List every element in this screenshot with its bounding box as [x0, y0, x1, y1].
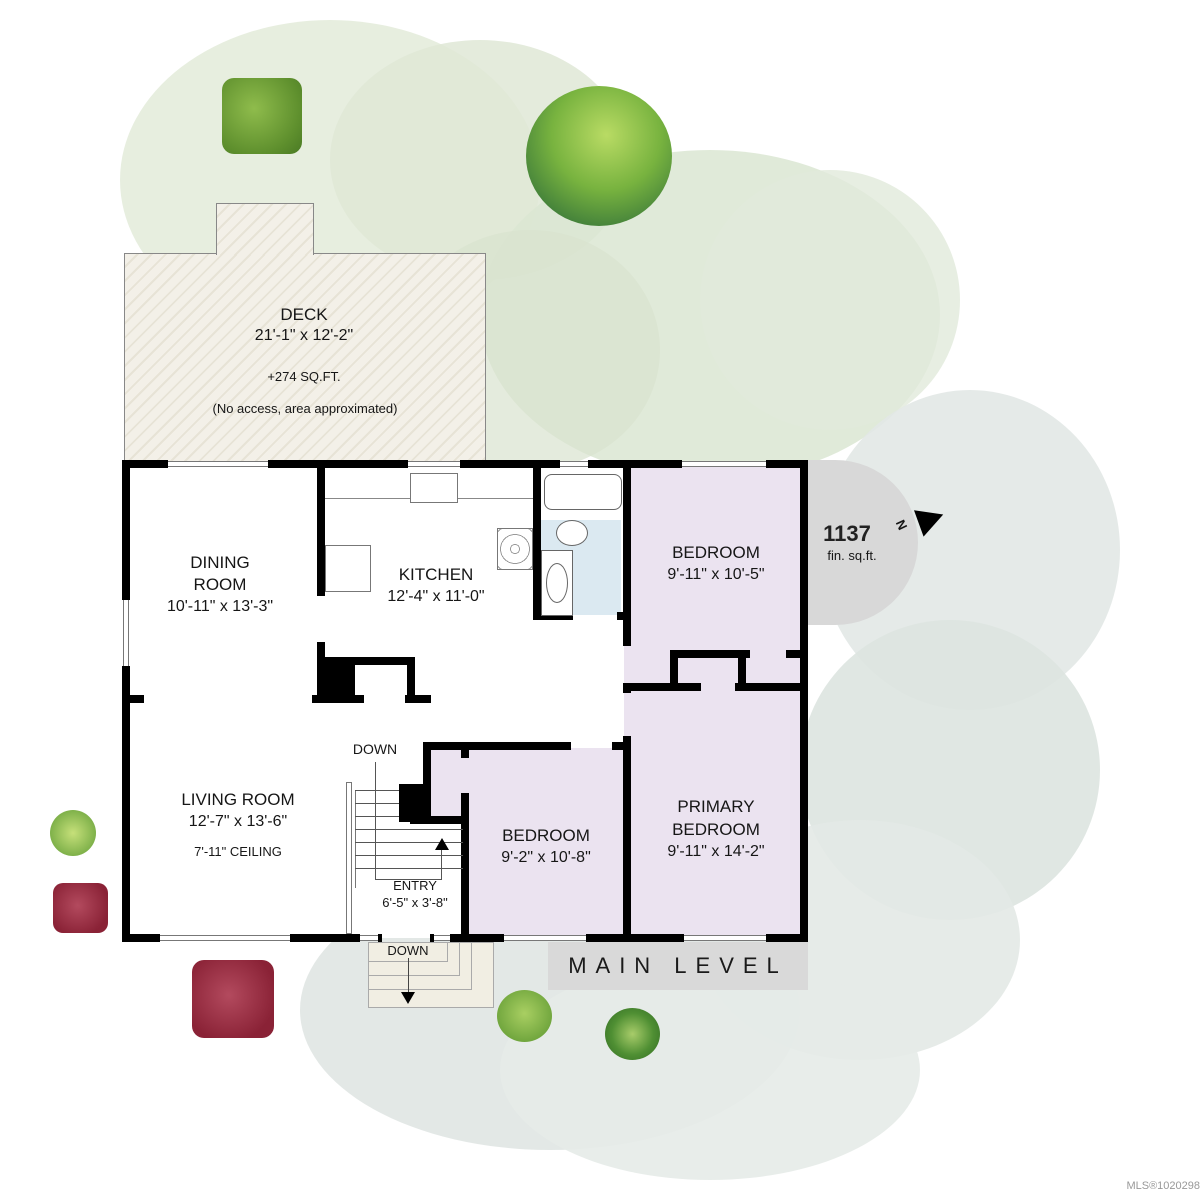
mls-watermark: MLS®1020298 [1126, 1180, 1200, 1192]
entry-dimensions: 6'-5" x 3'-8" [382, 895, 448, 910]
toilet-icon [556, 520, 588, 546]
stair-up-arrow-icon [435, 838, 449, 850]
living-room-dimensions: 12'-7" x 13'-6" [188, 813, 288, 830]
deck-note: (No access, area approximated) [212, 401, 398, 416]
succulent-plant [50, 810, 96, 856]
level-banner [548, 942, 808, 990]
tree-canopy-top [526, 86, 672, 226]
stairs-down-label: DOWN [352, 741, 398, 757]
red-shrub-small [53, 883, 108, 933]
red-shrub-large [192, 960, 274, 1038]
level-label: MAIN LEVEL [568, 953, 788, 978]
bedroom-s-floor [465, 748, 630, 938]
primary-bedroom-floor [630, 686, 800, 938]
living-room-ceiling-note: 7'-11" CEILING [194, 844, 282, 859]
fridge-icon [325, 545, 371, 592]
stove-icon [497, 528, 533, 570]
bedroom-s-dimensions: 9'-2" x 10'-8" [501, 849, 591, 866]
bedroom-ne-dimensions: 9'-11" x 10'-5" [667, 566, 765, 583]
closet-floor [428, 748, 466, 818]
hedge-shrub-top [222, 78, 302, 154]
kitchen-label: KITCHEN [398, 565, 474, 584]
dining-room-label-line1: DINING [190, 553, 250, 572]
entry-label: ENTRY [393, 878, 437, 893]
stair-down-arrow-icon [401, 992, 415, 1004]
deck-label: DECK [280, 305, 328, 324]
primary-bedroom-label-line1: PRIMARY [677, 797, 755, 816]
dining-room-label-line2: ROOM [193, 575, 247, 594]
bedroom-ne-floor [630, 466, 800, 686]
bedroom-ne-label: BEDROOM [672, 543, 760, 562]
deck-area: +274 SQ.FT. [267, 369, 341, 384]
round-shrub-left [497, 990, 552, 1042]
vanity-basin-icon [546, 563, 568, 603]
finished-area-value: 1137 [823, 521, 871, 546]
round-shrub-right [605, 1008, 660, 1060]
exterior-stairs-down-label: DOWN [387, 943, 429, 958]
dining-room-dimensions: 10'-11" x 13'-3" [166, 598, 274, 615]
primary-bedroom-dimensions: 9'-11" x 14'-2" [667, 843, 765, 860]
living-room-label: LIVING ROOM [181, 790, 295, 809]
kitchen-dimensions: 12'-4" x 11'-0" [387, 588, 485, 605]
bathtub-icon [544, 474, 622, 510]
primary-bedroom-label-line2: BEDROOM [672, 820, 760, 839]
sink-icon [410, 473, 458, 503]
deck-dimensions: 21'-1" x 12'-2" [254, 327, 354, 344]
finished-area-unit: fin. sq.ft. [827, 548, 877, 563]
bedroom-s-label: BEDROOM [502, 826, 590, 845]
